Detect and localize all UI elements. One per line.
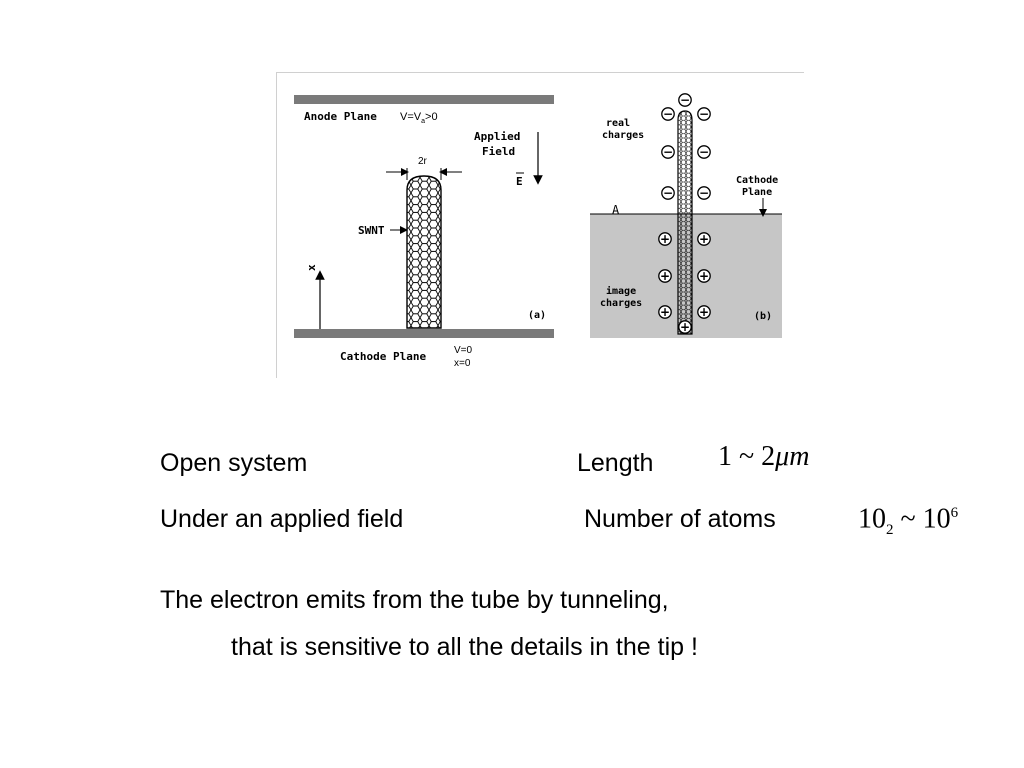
panel-a: Anode Plane V=Va>0 Applied Field E 2r SW… — [294, 95, 554, 369]
tunneling-line-1: The electron emits from the tube by tunn… — [160, 586, 669, 614]
image-charge-marker: + — [697, 232, 711, 246]
atoms-label: Number of atoms — [584, 505, 776, 533]
real-charge-marker: − — [678, 93, 692, 107]
svg-text:+: + — [699, 232, 709, 246]
charge-markers: −−−−−−−+++++++ — [658, 93, 711, 334]
field-vector-symbol: E — [516, 175, 523, 188]
real-charge-marker: − — [661, 107, 675, 121]
image-charge-marker: + — [658, 305, 672, 319]
cathode-voltage-label: V=0 — [454, 345, 473, 356]
anode-plane-label: Anode Plane — [304, 110, 377, 123]
image-charge-marker: + — [658, 232, 672, 246]
svg-text:−: − — [663, 107, 673, 121]
real-charge-marker: − — [661, 145, 675, 159]
svg-text:−: − — [663, 145, 673, 159]
applied-field-label-line1: Applied — [474, 130, 520, 143]
swnt-field-emission-figure: Anode Plane V=Va>0 Applied Field E 2r SW… — [276, 72, 804, 378]
atoms-value: 102 ~ 106 — [858, 503, 959, 538]
applied-field-text: Under an applied field — [160, 505, 404, 533]
svg-text:+: + — [660, 232, 670, 246]
image-charge-marker: + — [697, 269, 711, 283]
real-charges-label-line1: real — [606, 118, 630, 129]
anode-voltage-label: V=Va>0 — [400, 111, 438, 125]
cathode-plane-label-b-line2: Plane — [742, 187, 772, 198]
length-value: 1 ~ 2μm — [718, 441, 810, 472]
swnt-label: SWNT — [358, 224, 385, 237]
cathode-position-label: x=0 — [454, 358, 471, 369]
cathode-plane-bar — [294, 329, 554, 338]
length-label: Length — [577, 449, 654, 477]
real-charge-marker: − — [661, 186, 675, 200]
panel-a-tag: (a) — [528, 310, 546, 321]
image-charge-marker: + — [697, 305, 711, 319]
image-charges-label-line2: charges — [600, 298, 642, 309]
svg-text:−: − — [663, 186, 673, 200]
real-charge-marker: − — [697, 107, 711, 121]
x-axis-symbol: x — [305, 264, 318, 271]
plane-marker: A — [612, 203, 620, 217]
tunneling-line-2: that is sensitive to all the details in … — [231, 633, 698, 661]
svg-text:+: + — [660, 305, 670, 319]
svg-text:−: − — [699, 145, 709, 159]
image-charge-marker: + — [658, 269, 672, 283]
svg-text:−: − — [699, 186, 709, 200]
svg-text:+: + — [660, 269, 670, 283]
svg-text:−: − — [699, 107, 709, 121]
svg-text:−: − — [680, 93, 690, 107]
image-charge-marker: + — [678, 320, 692, 334]
anode-plane-bar — [294, 95, 554, 104]
real-charges-label-line2: charges — [602, 130, 644, 141]
svg-text:+: + — [680, 320, 690, 334]
real-charge-marker: − — [697, 186, 711, 200]
applied-field-label-line2: Field — [482, 145, 515, 158]
swnt-tube-a — [406, 175, 442, 329]
swnt-tube-b — [677, 110, 693, 335]
radius-label: 2r — [418, 156, 428, 167]
svg-text:+: + — [699, 269, 709, 283]
cathode-plane-label: Cathode Plane — [340, 350, 426, 363]
open-system-text: Open system — [160, 449, 308, 477]
cathode-plane-label-b-line1: Cathode — [736, 175, 778, 186]
image-charges-label-line1: image — [606, 285, 636, 297]
panel-b: real charges Cathode Plane A image charg… — [590, 93, 782, 338]
real-charge-marker: − — [697, 145, 711, 159]
panel-b-tag: (b) — [754, 311, 772, 322]
svg-text:+: + — [699, 305, 709, 319]
